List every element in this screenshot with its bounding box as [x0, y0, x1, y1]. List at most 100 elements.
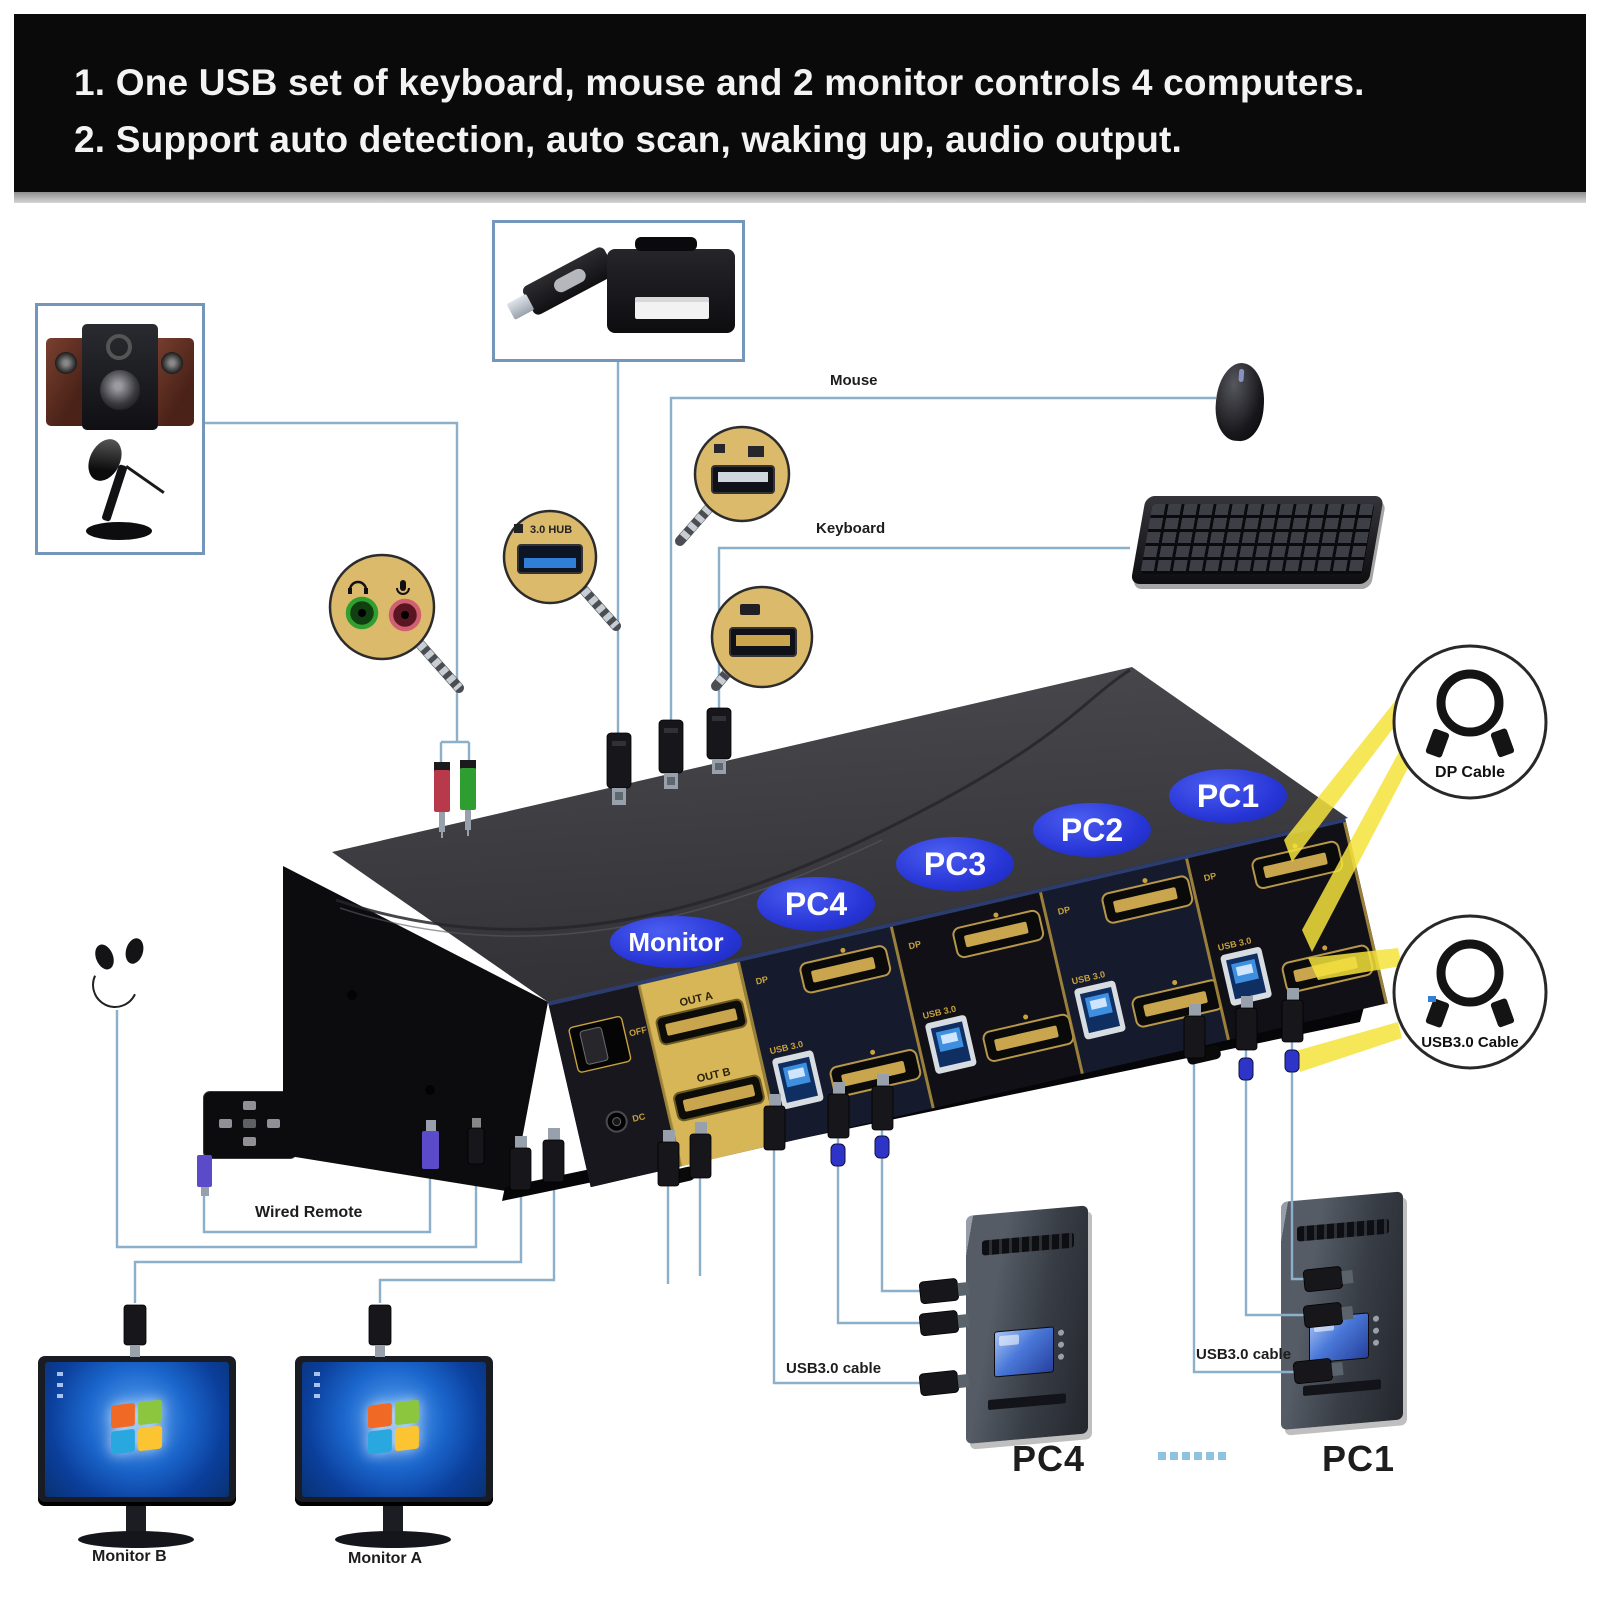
mic-glyph-icon	[400, 580, 406, 591]
keyboard-label: Keyboard	[816, 520, 886, 537]
pc1-dp-port-2	[1281, 944, 1374, 993]
right-speaker	[152, 338, 194, 426]
kvm-pc4-oval: PC4	[757, 877, 875, 931]
earphone-cable	[85, 955, 145, 1015]
pc1-usb-label: USB 3.0	[1217, 935, 1252, 952]
callout-beams	[1284, 700, 1410, 1072]
usb-printer-box	[492, 220, 745, 362]
ellipsis-dots	[1158, 1452, 1226, 1460]
header-line-1: 1. One USB set of keyboard, mouse and 2 …	[74, 62, 1365, 103]
kvm-pc2-section: DP USB 3.0	[1040, 858, 1229, 1074]
pc3-dp-port-1	[952, 909, 1045, 959]
monitor-a-screen	[295, 1356, 493, 1506]
usb-cable-label: USB3.0 Cable	[1421, 1034, 1519, 1051]
kvm-pc1-oval: PC1	[1169, 769, 1287, 823]
usb-cable-pc4-label: USB3.0 cable	[786, 1360, 882, 1377]
magnifier-usb-keyboard	[710, 585, 814, 691]
dp-out-a-port	[655, 998, 748, 1046]
microphone-base	[86, 522, 152, 540]
audio-plugs	[434, 760, 476, 838]
usb3-hub-port	[517, 544, 583, 574]
wiring-lines	[115, 362, 1306, 1385]
pc1-label: PC1	[1322, 1438, 1396, 1479]
dp-cable-callout: DP Cable	[1392, 644, 1548, 800]
pc2-usb-port	[1074, 980, 1126, 1040]
banner-bottom-strip	[14, 192, 1586, 203]
usb-flash-drive-icon	[520, 245, 618, 317]
audio-out-jack	[345, 596, 379, 630]
pc2-dp-port-1	[1101, 875, 1194, 924]
top-usb-plugs	[606, 707, 732, 805]
pc1-usb-port	[1220, 947, 1272, 1006]
pc3-usb-port	[925, 1015, 977, 1074]
wired-remote-icon	[203, 1091, 297, 1159]
pc3-usb-label: USB 3.0	[922, 1004, 957, 1021]
printer-icon	[607, 237, 735, 333]
speakers-mic-box	[35, 303, 205, 555]
pc2-dp-label: DP	[1057, 904, 1071, 917]
magnifier-usb-mouse	[675, 425, 791, 546]
magnifier-usb-hub: 3.0 HUB	[502, 509, 621, 631]
pc4-tower	[966, 1205, 1088, 1444]
header-line-2: 2. Support auto detection, auto scan, wa…	[74, 119, 1183, 160]
microphone-cable	[125, 465, 165, 494]
kvm-pc1-section: DP USB 3.0	[1187, 821, 1388, 1040]
magnifier-audio	[328, 553, 464, 693]
kvm-monitor-section: OUT A OUT B	[639, 962, 779, 1167]
out-b-label: OUT B	[696, 1066, 732, 1085]
pc4-usb-label: USB 3.0	[769, 1039, 804, 1056]
wired-remote-label: Wired Remote	[255, 1204, 363, 1221]
kvm-side-face	[283, 866, 548, 1192]
monitor-b-screen	[38, 1356, 236, 1506]
speaker-glyph-icon	[348, 580, 368, 591]
mic-in-jack	[388, 598, 422, 632]
pc4-usb-port	[772, 1050, 824, 1110]
mouse-label: Mouse	[830, 372, 878, 389]
monitor-cable-plugs	[123, 1304, 392, 1357]
mouse-icon	[1213, 361, 1267, 443]
keyboard-keys	[1140, 504, 1375, 574]
pc2-usb-label: USB 3.0	[1071, 969, 1106, 986]
dp-cable-label: DP Cable	[1435, 764, 1505, 781]
kvm-pc2-oval: PC2	[1033, 803, 1151, 857]
dp-cable-loop-icon	[1436, 669, 1504, 737]
kvm-pc3-section: DP USB 3.0	[891, 892, 1083, 1108]
usb-cable-callout: USB3.0 Cable	[1392, 914, 1548, 1070]
usb-cable-pc1-label: USB3.0 cable	[1196, 1346, 1292, 1363]
kvm-pc3-oval: PC3	[896, 837, 1014, 891]
power-switch	[568, 1016, 632, 1073]
cable-beads	[830, 1049, 1300, 1167]
pc3-dp-port-2	[982, 1013, 1075, 1062]
pc1-dp-port-1	[1251, 840, 1344, 890]
header-banner: 1. One USB set of keyboard, mouse and 2 …	[14, 14, 1586, 192]
monitor-a-label: Monitor A	[348, 1550, 423, 1567]
dc-jack	[605, 1110, 628, 1133]
pc4-dp-port-1	[799, 945, 892, 994]
kvm-dangling-connectors	[509, 988, 1304, 1191]
pc4-dp-port-2	[829, 1049, 922, 1098]
usb-mouse-port	[711, 465, 775, 494]
usb-cable-loop-icon	[1436, 939, 1504, 1007]
pc4-label: PC4	[1012, 1438, 1086, 1479]
monitor-b-label: Monitor B	[92, 1548, 167, 1565]
earphone-icon-2	[122, 936, 147, 966]
dp-out-b-port	[673, 1074, 765, 1122]
hub-label: 3.0 HUB	[530, 524, 572, 536]
keyboard-icon	[1130, 496, 1384, 584]
kvm-monitor-oval: Monitor	[610, 916, 742, 968]
out-a-label: OUT A	[678, 990, 714, 1009]
windows-logo-2	[368, 1398, 420, 1455]
windows-logo	[111, 1398, 163, 1455]
pc1-dp-label: DP	[1203, 871, 1217, 884]
center-speaker	[82, 324, 158, 430]
kvm-pc4-section: DP USB 3.0	[738, 926, 934, 1144]
dc-label: DC	[631, 1111, 646, 1124]
usb-keyboard-port	[729, 627, 797, 657]
pc3-dp-label: DP	[908, 939, 922, 952]
left-speaker	[46, 338, 88, 426]
pc2-dp-port-2	[1131, 979, 1224, 1028]
pc4-dp-label: DP	[755, 974, 769, 987]
kvm-switch: OFF DC OUT A OUT B DP	[283, 667, 1388, 1201]
pc1-tower	[1281, 1191, 1403, 1430]
